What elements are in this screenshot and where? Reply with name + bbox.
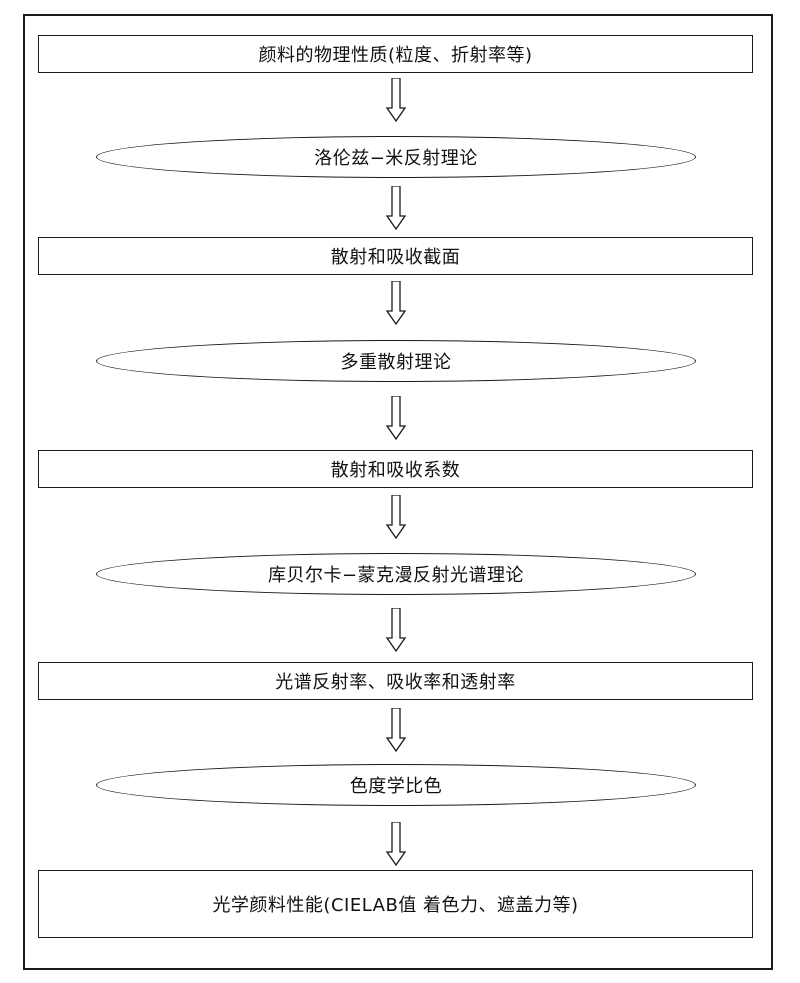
node-optical-pigment-performance: 光学颜料性能(CIELAB值 着色力、遮盖力等) bbox=[38, 870, 753, 938]
node-lorenz-mie-theory: 洛伦兹−米反射理论 bbox=[96, 136, 696, 178]
arrow-down-icon bbox=[386, 708, 406, 752]
arrow-down-icon bbox=[386, 608, 406, 652]
arrow-down-icon bbox=[386, 396, 406, 440]
node-scattering-absorption-cross-section: 散射和吸收截面 bbox=[38, 237, 753, 275]
node-multiple-scattering-theory: 多重散射理论 bbox=[96, 340, 696, 382]
node-scattering-absorption-coefficients: 散射和吸收系数 bbox=[38, 450, 753, 488]
node-kubelka-munk-theory: 库贝尔卡−蒙克漫反射光谱理论 bbox=[96, 553, 696, 595]
arrow-down-icon bbox=[386, 281, 406, 325]
arrow-down-icon bbox=[386, 78, 406, 122]
diagram-frame bbox=[23, 14, 773, 970]
node-colorimetric-comparison: 色度学比色 bbox=[96, 764, 696, 806]
node-pigment-physical-properties: 颜料的物理性质(粒度、折射率等) bbox=[38, 35, 753, 73]
arrow-down-icon bbox=[386, 822, 406, 866]
node-spectral-reflectance-absorption-transmission: 光谱反射率、吸收率和透射率 bbox=[38, 662, 753, 700]
arrow-down-icon bbox=[386, 495, 406, 539]
arrow-down-icon bbox=[386, 186, 406, 230]
